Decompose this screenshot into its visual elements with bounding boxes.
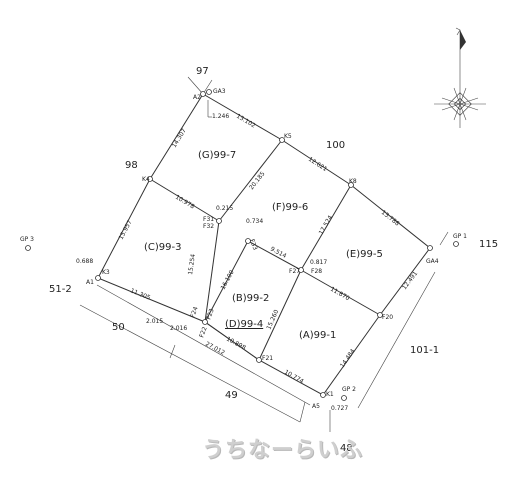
dim-0-727: 0.727 [331, 405, 348, 412]
road-edges [79, 76, 449, 432]
dim-11-305: 11.305 [129, 287, 151, 301]
dim-10-898: 10.898 [225, 336, 247, 352]
dim-12-491: 12.491 [401, 270, 419, 291]
neighbor-51-2: 51-2 [49, 284, 72, 295]
dim-13-788: 13.788 [380, 209, 401, 228]
dim-1-246: 1.246 [212, 113, 229, 120]
parcel-label-c: (C)99-3 [144, 242, 181, 253]
dim-2-015: 2.015 [146, 318, 163, 325]
point-gp1 [453, 241, 459, 247]
dim-0-215: 0.215 [216, 205, 233, 212]
point-f33 [245, 238, 251, 244]
neighbor-100: 100 [326, 140, 345, 151]
label-a5: A5 [312, 403, 320, 410]
dim-13-102: 13.102 [235, 113, 257, 130]
label-k3: K3 [102, 269, 110, 276]
neighbor-lot-labels: 97 98 100 115 51-2 50 49 101-1 48 [49, 66, 498, 454]
label-ga4: GA4 [426, 258, 439, 265]
label-f32: F32 [203, 223, 214, 230]
neighbor-48: 48 [340, 443, 353, 454]
point-gp2 [341, 395, 347, 401]
point-a2 [200, 91, 206, 97]
label-f27: F27 [289, 268, 300, 275]
label-k8: K8 [349, 178, 357, 185]
dim-11-870: 11.870 [329, 286, 351, 303]
label-k4: K4 [142, 176, 150, 183]
label-gp2: GP 2 [342, 386, 356, 393]
parcel-label-a: (A)99-1 [299, 330, 336, 341]
watermark-logo: うちなーらいふ [202, 438, 364, 463]
point-f31 [216, 218, 222, 224]
point-labels: A2 GA3 K5 K8 K4 F31 F32 F33 F27 F28 GA4 … [20, 88, 467, 410]
dim-10-978: 10.978 [174, 194, 196, 211]
dim-15-254: 15.254 [187, 253, 197, 275]
point-f23 [202, 319, 208, 325]
dim-17-524: 17.524 [318, 214, 335, 236]
survey-points [25, 89, 459, 401]
label-f24: F24 [189, 306, 199, 319]
label-f21: F21 [262, 355, 273, 362]
label-f31: F31 [203, 216, 214, 223]
point-f20 [377, 312, 383, 318]
parcel-labels: (G)99-7 (F)99-6 (C)99-3 (E)99-5 (B)99-2 … [144, 150, 383, 341]
dim-27-012: 27.012 [204, 341, 226, 357]
label-a2: A2 [193, 94, 201, 101]
dim-0-688: 0.688 [76, 258, 93, 265]
neighbor-97: 97 [196, 66, 209, 77]
neighbor-115: 115 [479, 239, 498, 250]
label-f23: F23 [205, 308, 215, 321]
parcel-label-d: (D)99-4 [225, 319, 263, 330]
parcel-label-f: (F)99-6 [272, 202, 308, 213]
dim-0-734: 0.734 [246, 218, 263, 225]
point-k4 [147, 176, 153, 182]
neighbor-50: 50 [112, 322, 125, 333]
point-gp3 [25, 245, 31, 251]
dim-10-774: 10.774 [283, 369, 305, 386]
point-f27 [298, 267, 304, 273]
point-k3 [95, 275, 101, 281]
label-gp1: GP 1 [453, 233, 467, 240]
label-ga3: GA3 [213, 88, 226, 95]
point-k1 [320, 392, 326, 398]
dim-14-307: 14.307 [171, 127, 188, 149]
label-f22: F22 [198, 326, 208, 339]
dim-14-484: 14.484 [339, 348, 357, 369]
point-f21 [256, 357, 262, 363]
point-k8 [348, 182, 354, 188]
north-arrow-icon [434, 27, 486, 128]
neighbor-49: 49 [225, 390, 238, 401]
dimension-labels: 1.246 13.102 14.307 12.621 10.978 0.215 … [76, 113, 419, 412]
label-k1: K1 [326, 391, 334, 398]
dim-15-957: 15.957 [118, 219, 134, 241]
label-f28: F28 [311, 268, 322, 275]
dim-12-621: 12.621 [307, 156, 329, 173]
label-f33: F33 [248, 238, 258, 251]
dim-16-100: 16.100 [220, 269, 236, 291]
parcel-label-e: (E)99-5 [346, 249, 383, 260]
dim-0-817: 0.817 [310, 259, 327, 266]
point-ga4 [427, 245, 433, 251]
neighbor-101-1: 101-1 [410, 345, 439, 356]
label-gp3: GP 3 [20, 236, 34, 243]
point-ga3 [206, 89, 212, 95]
point-k5 [279, 137, 285, 143]
dim-2-016: 2.016 [170, 325, 187, 332]
label-k5: K5 [284, 133, 292, 140]
parcel-label-g: (G)99-7 [198, 150, 236, 161]
parcel-label-b: (B)99-2 [232, 293, 269, 304]
label-a1: A1 [86, 279, 94, 286]
label-f20: F20 [382, 314, 393, 321]
neighbor-98: 98 [125, 160, 138, 171]
